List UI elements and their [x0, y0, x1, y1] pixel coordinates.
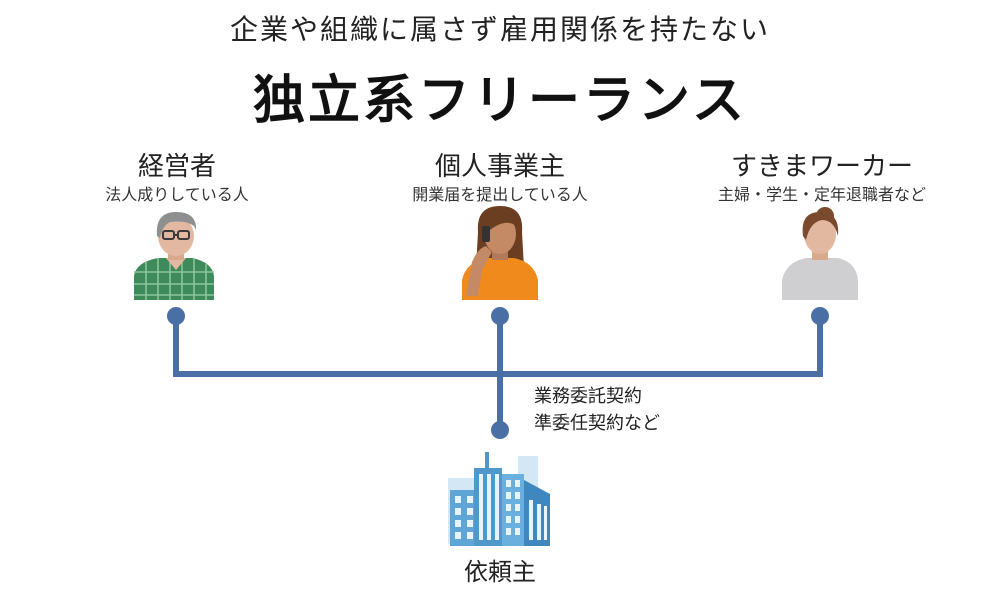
contract-line-1: 業務委託契約 [534, 386, 642, 407]
contract-line-2: 準委任契約など [534, 413, 660, 434]
role-desc-sole-proprietor: 開業届を提出している人 [412, 185, 588, 204]
page-title: 独立系フリーランス [253, 71, 747, 131]
office-buildings-icon [448, 452, 550, 546]
contract-types: 業務委託契約 準委任契約など [534, 383, 660, 437]
connector-lines [173, 316, 823, 430]
sole-proprietor-person-icon [462, 206, 538, 300]
role-name-sole-proprietor: 個人事業主 [434, 152, 565, 182]
role-name-gap-worker: すきまワーカー [730, 152, 913, 182]
client-label: 依頼主 [464, 558, 536, 586]
subtitle: 企業や組織に属さず雇用関係を持たない [229, 13, 770, 46]
role-name-manager: 経営者 [137, 152, 216, 182]
connector-dots [167, 307, 829, 439]
manager-person-icon [134, 212, 214, 300]
role-desc-manager: 法人成りしている人 [105, 185, 249, 204]
role-desc-gap-worker: 主婦・学生・定年退職者など [717, 185, 926, 204]
gap-worker-person-icon [782, 207, 858, 300]
